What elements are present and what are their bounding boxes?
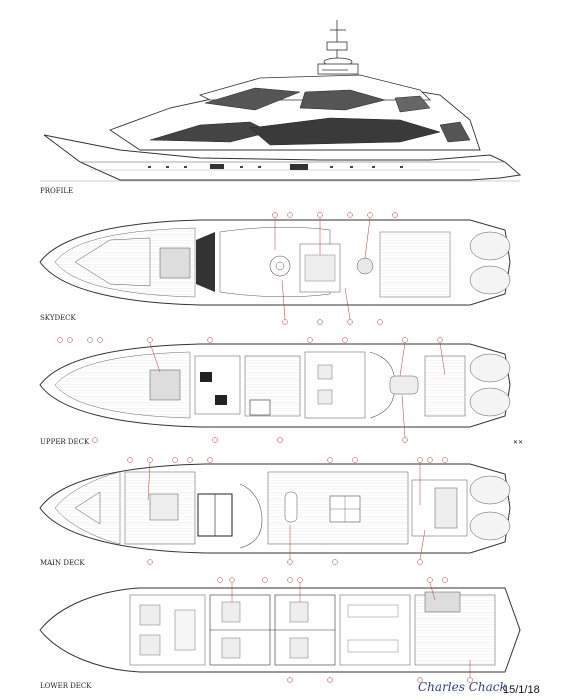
signature: Charles Chack [418,680,507,694]
superstructure-window [204,87,301,111]
lower-deck-label: LOWER DECK [40,682,92,690]
skydeck-label: SKYDECK [40,314,77,322]
profile-view [40,20,522,182]
main-deck-label: MAIN DECK [40,559,85,567]
drawing-date: 15/1/18 [503,684,540,696]
upper-deck-plan: ✕✕ [39,337,523,446]
skydeck-plan [39,212,511,325]
lower-deck-plan [39,577,521,683]
main-deck-plan [39,457,511,565]
svg-text:✕✕: ✕✕ [513,439,523,446]
profile-label: PROFILE [40,187,73,195]
radar-mast [317,20,359,75]
upper-deck-label: UPPER DECK [40,438,90,446]
